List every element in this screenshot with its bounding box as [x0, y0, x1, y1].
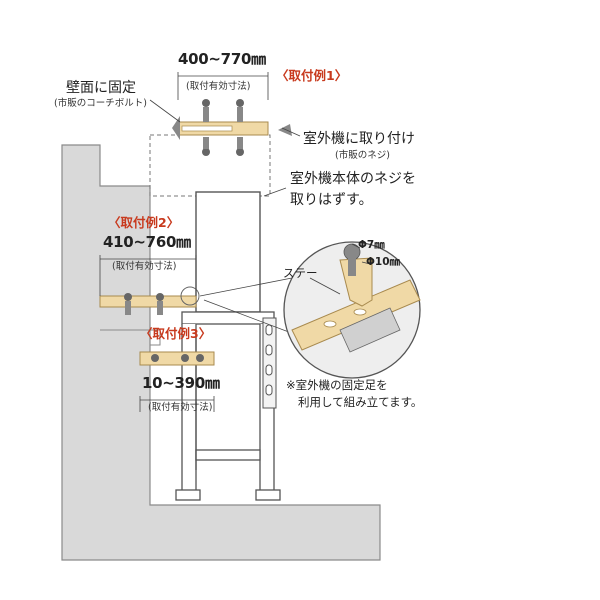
wall-ledge	[100, 329, 161, 346]
outdoor-unit	[195, 191, 261, 313]
remove-screw-line1: 室外機本体のネジを	[290, 171, 416, 187]
example1-effective: (取付有効寸法)	[186, 81, 251, 92]
phi-leaders	[309, 243, 371, 295]
outdoor-attach-title: 室外機に取り付け	[303, 131, 415, 147]
example2-effective: (取付有効寸法)	[112, 261, 177, 272]
dimension-lines	[99, 72, 269, 412]
example1-label: 〈取付例1〉	[276, 68, 348, 83]
example2-bracket	[99, 286, 200, 315]
example2-dimension: 410~760㎜	[103, 233, 191, 251]
example3-bracket	[139, 351, 215, 366]
remove-screw-line2: 取りはずす。	[290, 192, 373, 208]
wall-fix-title: 壁面に固定	[66, 80, 136, 96]
side-rail	[262, 317, 277, 409]
example3-dimension: 10~390㎜	[142, 374, 220, 392]
example1-dimension: 400~770㎜	[178, 50, 266, 68]
example1-bracket	[172, 99, 292, 156]
detail-magnifier	[283, 241, 421, 379]
outdoor-attach-sub: (市販のネジ)	[335, 150, 390, 161]
phi-small-label: Φ7㎜	[358, 239, 385, 251]
footnote-line1: ※室外機の固定足を	[286, 378, 388, 392]
phi-large-label: Φ10㎜	[366, 256, 401, 268]
example3-effective: (取付有効寸法)	[148, 402, 213, 413]
example3-label: 〈取付例3〉	[140, 326, 212, 341]
wall-floor	[61, 144, 381, 561]
wall-fix-sub: (市販のコーチボルト)	[54, 98, 147, 109]
example2-label: 〈取付例2〉	[108, 215, 180, 230]
stay-label: ステー	[283, 266, 318, 280]
footnote-line2: 利用して組み立てます。	[298, 395, 423, 409]
example1-outline	[149, 134, 271, 197]
